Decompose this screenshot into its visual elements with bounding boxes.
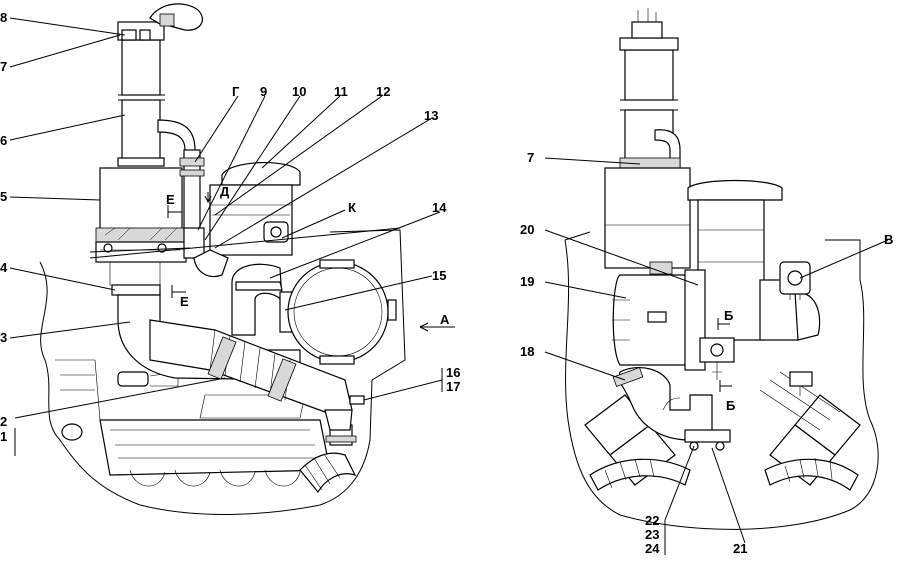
label-v: В — [884, 232, 893, 247]
label-13: 13 — [424, 108, 438, 123]
engine-outline-left — [39, 229, 406, 515]
label-g: Г — [232, 84, 240, 99]
label-8: 8 — [0, 10, 7, 25]
section-mark-b-lower — [719, 380, 732, 392]
label-7-right: 7 — [527, 150, 534, 165]
label-b-lower: Б — [726, 398, 735, 413]
main-hose-3 — [117, 294, 365, 431]
elbow-14 — [231, 263, 293, 336]
elbow-18 — [612, 366, 731, 451]
label-d: Д — [220, 184, 230, 199]
label-e-lower: Е — [180, 294, 189, 309]
bracket-v — [779, 261, 811, 300]
section-mark-e-lower — [171, 285, 186, 298]
filter-housing-5 — [95, 167, 187, 296]
label-19: 19 — [520, 274, 534, 289]
label-b-upper: Б — [724, 308, 733, 323]
right-upper-housing — [604, 167, 691, 269]
label-5: 5 — [0, 189, 7, 204]
label-6: 6 — [0, 133, 7, 148]
right-view — [544, 8, 889, 555]
round-canister-15 — [287, 259, 397, 365]
intake-pipe-6 — [117, 3, 203, 171]
view-arrow-a — [419, 322, 455, 332]
label-18: 18 — [520, 344, 534, 359]
label-17: 17 — [446, 379, 460, 394]
label-21: 21 — [733, 541, 747, 556]
drum-19 — [612, 261, 706, 371]
valve-assembly — [699, 337, 735, 380]
label-1: 1 — [0, 429, 7, 444]
section-mark-b-upper — [717, 318, 730, 330]
section-mark-e-upper — [167, 205, 182, 218]
label-3: 3 — [0, 330, 7, 345]
label-22: 22 — [645, 513, 659, 528]
label-a: А — [440, 312, 450, 327]
label-20: 20 — [520, 222, 534, 237]
label-14: 14 — [432, 200, 447, 215]
label-9: 9 — [260, 84, 267, 99]
label-12: 12 — [376, 84, 390, 99]
right-big-cylinder — [687, 179, 821, 341]
label-k: К — [348, 200, 356, 215]
label-4: 4 — [0, 260, 8, 275]
label-7-left: 7 — [0, 59, 7, 74]
label-23: 23 — [645, 527, 659, 542]
engine-block-left — [55, 359, 331, 487]
label-e-upper: Е — [166, 192, 175, 207]
vertical-tube-9 — [179, 149, 229, 278]
label-24: 24 — [645, 541, 660, 556]
label-2: 2 — [0, 414, 7, 429]
label-10: 10 — [292, 84, 306, 99]
left-view — [9, 3, 455, 515]
labels: 8 7 6 5 4 3 2 1 Г 9 10 11 12 13 Е Д К 14… — [0, 10, 893, 556]
bracket-line — [89, 227, 401, 259]
lower-hoses-right — [589, 457, 859, 491]
leader-lines-right — [544, 157, 889, 555]
label-15: 15 — [432, 268, 446, 283]
label-11: 11 — [334, 84, 348, 99]
leader-lines-left — [9, 17, 443, 456]
label-16: 16 — [446, 365, 460, 380]
